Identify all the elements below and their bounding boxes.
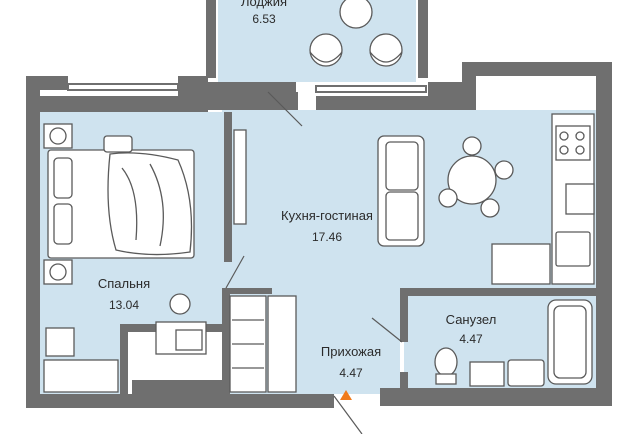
furniture xyxy=(43,0,595,393)
bedroom-name: Спальня xyxy=(97,276,151,291)
wall-top-left-2 xyxy=(178,76,208,112)
slippers-mat xyxy=(103,135,133,153)
oven xyxy=(565,183,595,215)
wall-top-center xyxy=(208,82,296,92)
wall-top-center-2 xyxy=(208,92,298,110)
tv-stand xyxy=(233,129,247,225)
closet-bedroom-top xyxy=(45,327,75,357)
dining-chair-2 xyxy=(494,160,514,180)
dining-table xyxy=(447,155,497,205)
dining-chair-4 xyxy=(438,188,458,208)
wall-bedroom-top xyxy=(68,96,180,112)
bed-pillow-2 xyxy=(53,203,73,245)
wall-top-left-3 xyxy=(26,96,68,112)
door-bedroom xyxy=(225,255,245,289)
wall-bottom-left xyxy=(26,394,132,408)
door-lines xyxy=(225,91,403,434)
wall-bath-left xyxy=(400,288,408,342)
stove xyxy=(555,125,591,161)
dining-chair-1 xyxy=(462,136,482,156)
toilet xyxy=(434,347,458,377)
wall-outer-left xyxy=(26,76,40,406)
burner-4 xyxy=(575,145,585,155)
wall-bottom-mid xyxy=(132,380,226,408)
loggia-chair-right-back xyxy=(369,51,403,63)
wall-bedroom-living xyxy=(224,112,232,262)
desk-chair xyxy=(169,293,191,315)
bed-pillow-1 xyxy=(53,157,73,199)
wall-hall-top xyxy=(222,288,272,294)
dining-chair-3 xyxy=(480,198,500,218)
bathroom-name: Санузел xyxy=(445,312,497,327)
sofa-cushion-2 xyxy=(385,191,419,241)
wall-top-left xyxy=(26,76,68,90)
burner-1 xyxy=(559,131,569,141)
loggia-area: 6.53 xyxy=(252,12,276,26)
wall-top-right xyxy=(316,96,464,110)
loggia-chair-left-back xyxy=(309,51,343,63)
window-living xyxy=(315,85,427,93)
wall-outer-right xyxy=(596,62,612,406)
sofa-cushion-1 xyxy=(385,141,419,191)
fridge xyxy=(491,243,551,285)
bed-blanket-fold-2 xyxy=(149,163,164,247)
bed-blanket-fold xyxy=(121,167,138,241)
kitchen-living-area: 17.46 xyxy=(311,230,343,244)
wall-bottom-right xyxy=(380,388,612,406)
door-loggia xyxy=(267,91,303,127)
lamp-top xyxy=(49,127,67,145)
loggia-wall-left xyxy=(206,0,216,78)
washbasin xyxy=(507,359,545,387)
bathroom-area: 4.47 xyxy=(459,332,483,346)
wall-top-right-2 xyxy=(428,82,464,110)
burner-2 xyxy=(575,131,585,141)
bed-blanket xyxy=(107,152,193,256)
lamp-bottom xyxy=(49,263,67,281)
closet-bedroom xyxy=(43,359,119,393)
door-bathroom xyxy=(371,317,403,343)
loggia-chair-right xyxy=(369,33,403,67)
loggia-name: Лоджия xyxy=(240,0,288,9)
hallway-name: Прихожая xyxy=(320,344,382,359)
door-entrance xyxy=(333,395,363,434)
wall-bath-top xyxy=(400,288,596,296)
laptop xyxy=(175,329,203,351)
entrance-marker xyxy=(340,390,352,400)
loggia-chair-left xyxy=(309,33,343,67)
wall-bath-left-2 xyxy=(400,372,408,396)
loggia-wall-right xyxy=(418,0,428,78)
wall-hall-left xyxy=(222,292,230,396)
kitchen-sink xyxy=(555,231,591,267)
hallway-area: 4.47 xyxy=(339,366,363,380)
window-bedroom xyxy=(67,83,179,91)
wall-outer-right-corner xyxy=(462,62,612,76)
wall-bottom-center xyxy=(222,394,334,408)
burner-3 xyxy=(559,145,569,155)
toilet-tank xyxy=(435,373,457,385)
kitchen-living-name: Кухня-гостиная xyxy=(281,208,373,223)
shoe-rack xyxy=(267,295,297,393)
bedroom-area: 13.04 xyxy=(108,298,140,312)
bathtub-inner xyxy=(553,305,587,379)
loggia-table xyxy=(339,0,373,29)
washing-machine xyxy=(469,361,505,387)
wall-closet-right xyxy=(120,324,128,398)
